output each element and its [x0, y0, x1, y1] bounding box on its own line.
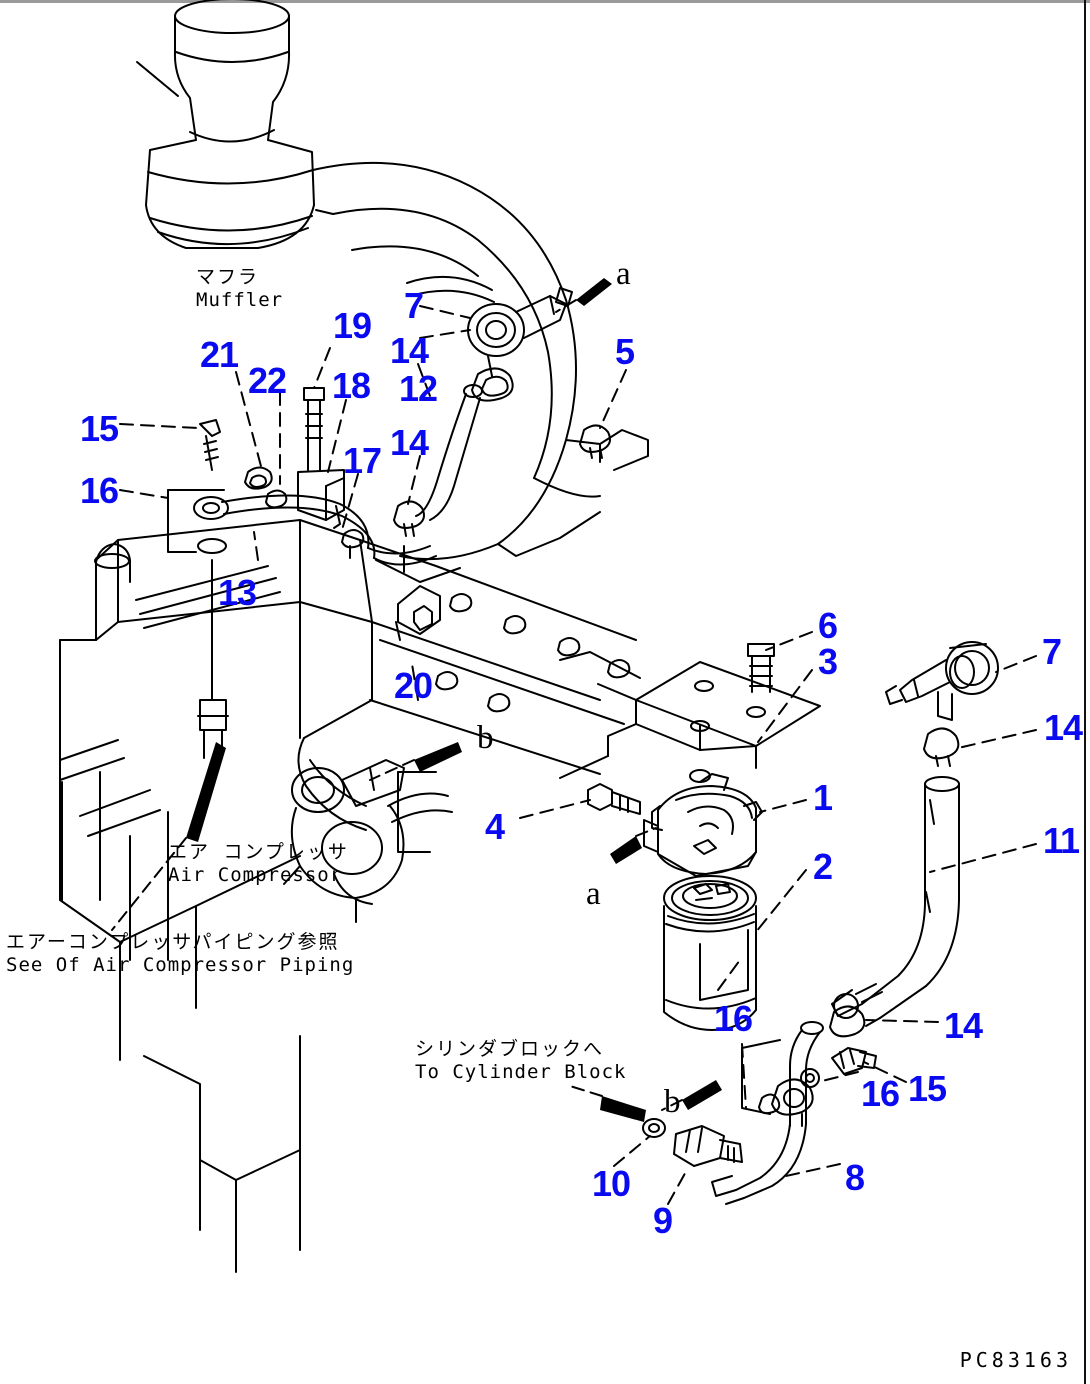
item-number-6[interactable]: 6 [818, 605, 838, 646]
item-number-7[interactable]: 7 [1042, 631, 1062, 672]
bolt-19 [303, 387, 325, 471]
caption-jp: エア コンプレッサ [168, 841, 349, 863]
item-number-22[interactable]: 22 [248, 360, 287, 401]
gasket-10 [642, 1118, 666, 1138]
sheet-top-edge [0, 0, 1090, 3]
bolt-15-bottom [831, 1047, 877, 1075]
item-number-14[interactable]: 14 [390, 330, 429, 371]
caption-en: Air Compressor [168, 864, 343, 887]
sheet-right-border [1084, 0, 1086, 1384]
item-number-13[interactable]: 13 [218, 572, 257, 613]
valve-9 [673, 1125, 743, 1167]
cylinder-block-rail [359, 539, 637, 853]
drawing-code: PC83163 [959, 1348, 1072, 1372]
fastener-15-top [199, 419, 221, 471]
clamp-14-left [393, 500, 425, 537]
connector-7-right [885, 641, 999, 721]
section-arrows [186, 278, 722, 1122]
nut-12 [471, 367, 514, 402]
fastener-17-stud [341, 529, 365, 559]
item-number-3[interactable]: 3 [818, 641, 838, 682]
section-mark-a-filter: a [586, 876, 601, 912]
item-number-1[interactable]: 1 [813, 777, 833, 818]
fastener-21-nut [244, 466, 273, 490]
caption-jp: マフラ [196, 266, 260, 288]
caption-jp: シリンダブロックへ [415, 1038, 605, 1060]
item-number-16[interactable]: 16 [80, 470, 119, 511]
item-number-14[interactable]: 14 [390, 422, 429, 463]
item-number-12[interactable]: 12 [399, 368, 438, 409]
bracket-18-17 [297, 469, 345, 529]
clamp-bolt-5 [579, 424, 611, 459]
caption-en: To Cylinder Block [415, 1061, 627, 1084]
item-number-21[interactable]: 21 [200, 334, 239, 375]
fitting-7-top [467, 287, 573, 377]
item-number-4[interactable]: 4 [485, 806, 505, 847]
item-number-17[interactable]: 17 [343, 440, 382, 481]
engine-block [59, 519, 373, 1273]
item-number-16[interactable]: 16 [861, 1073, 900, 1114]
item-number-20[interactable]: 20 [394, 665, 433, 706]
item-number-5[interactable]: 5 [615, 331, 635, 372]
hose-12-lower [415, 384, 483, 521]
bracket-3 [559, 651, 821, 779]
item-number-18[interactable]: 18 [332, 365, 371, 406]
item-number-11[interactable]: 11 [1043, 820, 1080, 861]
item-number-10[interactable]: 10 [592, 1163, 631, 1204]
item-number-7[interactable]: 7 [404, 285, 424, 326]
bracket-b-bottom [741, 1039, 781, 1115]
item-number-15[interactable]: 15 [80, 408, 119, 449]
washer-16-bottom [800, 1068, 820, 1088]
fastener-22-nut [265, 489, 288, 509]
tube-8 [711, 1021, 824, 1205]
air-compressor [283, 759, 453, 923]
oil-filter-head [643, 769, 763, 877]
clamp-14-right-bottom [829, 1005, 866, 1038]
bolt-6 [747, 643, 775, 693]
bolt-4 [587, 783, 641, 815]
item-number-19[interactable]: 19 [333, 305, 372, 346]
caption-en: Muffler [196, 289, 284, 312]
section-mark-b-bottom: b [664, 1084, 681, 1120]
pipe-13-assembly [167, 489, 437, 759]
muffler-body [136, 0, 315, 249]
caption-en: See Of Air Compressor Piping [6, 954, 355, 977]
flywheel-housing [312, 161, 649, 561]
clamp-14-right-top [923, 727, 960, 767]
item-number-15[interactable]: 15 [908, 1068, 947, 1109]
item-number-16[interactable]: 16 [714, 998, 753, 1039]
hose-11 [831, 776, 960, 1027]
section-mark-b-middle: b [477, 720, 494, 756]
caption-jp: エアーコンプレッサパイピング参照 [6, 931, 340, 953]
item-number-8[interactable]: 8 [845, 1157, 865, 1198]
item-number-14[interactable]: 14 [1044, 707, 1083, 748]
section-mark-a-top: a [616, 256, 631, 292]
oil-filter-cartridge [663, 875, 757, 1031]
item-number-14[interactable]: 14 [944, 1005, 983, 1046]
item-number-2[interactable]: 2 [813, 846, 833, 887]
item-number-9[interactable]: 9 [653, 1200, 673, 1241]
